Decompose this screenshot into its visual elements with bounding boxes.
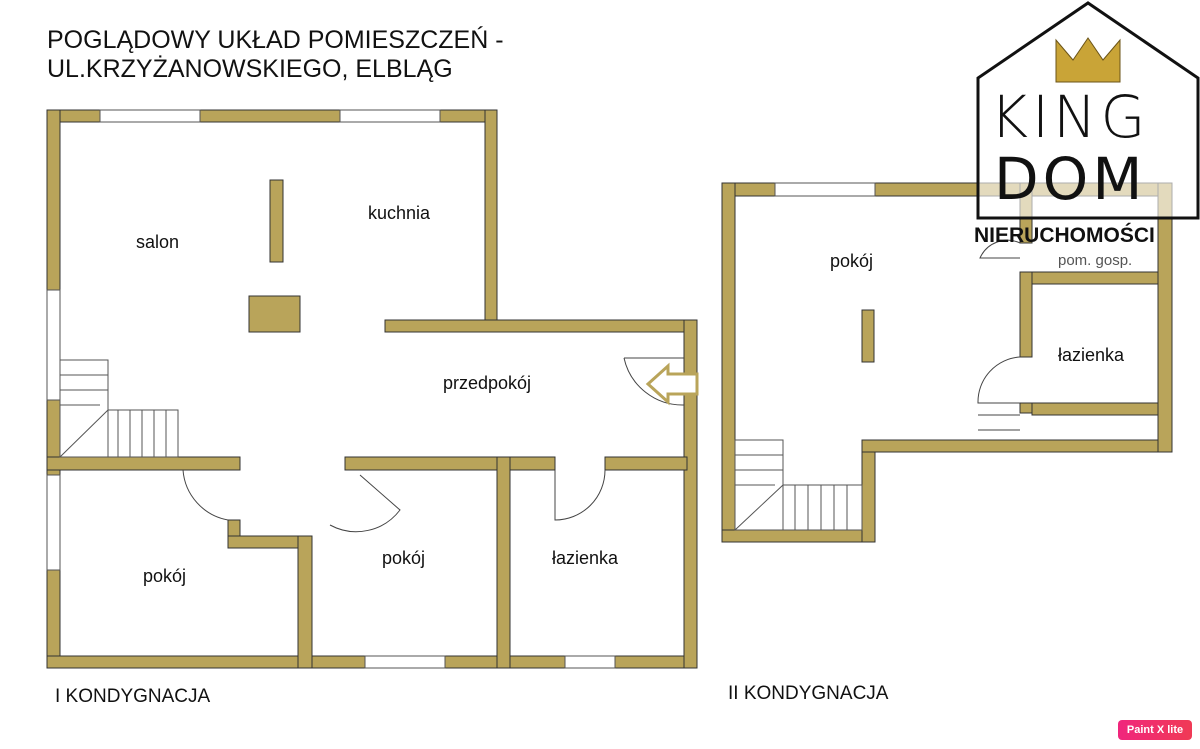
room-label-salon: salon <box>136 232 180 252</box>
door-swing <box>623 357 685 406</box>
paint-x-lite-badge: Paint X lite <box>1118 720 1192 740</box>
pillar <box>861 309 875 363</box>
wall <box>721 529 876 543</box>
room-label-pokoj: pokój <box>143 566 187 586</box>
wall <box>1031 402 1159 416</box>
room-label-kuchnia: kuchnia <box>368 203 431 223</box>
wall <box>484 109 498 333</box>
room-label-pom-gosp: pom. gosp. <box>1058 252 1133 269</box>
crown-icon <box>1055 37 1121 83</box>
window <box>564 655 616 669</box>
wall <box>721 182 736 543</box>
stairs <box>107 409 179 458</box>
wall <box>1157 182 1173 453</box>
room-label-przedpokoj: przedpokój <box>443 373 532 393</box>
pillar <box>269 179 284 263</box>
wall <box>861 439 876 543</box>
window <box>99 109 201 123</box>
door-swing <box>182 469 229 521</box>
room-label-pokoj: pokój <box>830 251 874 271</box>
title-line-2: UL.KRZYŻANOWSKIEGO, ELBLĄG <box>47 55 453 83</box>
wall <box>46 456 241 471</box>
logo-nieruchomosci: NIERUCHOMOŚCI <box>974 224 1155 247</box>
wall <box>604 456 688 471</box>
wall <box>297 535 313 669</box>
door-swing <box>554 469 606 521</box>
door-swing <box>977 356 1021 404</box>
room-label-lazienka: łazienka <box>1058 345 1125 365</box>
door-swing <box>979 239 1021 259</box>
window <box>364 655 446 669</box>
room-label-pokoj: pokój <box>382 548 426 568</box>
wall <box>227 535 309 549</box>
kingdom-logo <box>976 1 1200 220</box>
pillar <box>248 295 301 333</box>
floor-1-label: I KONDYGNACJA <box>55 686 211 707</box>
wall <box>1019 402 1033 414</box>
stairs <box>782 484 863 531</box>
wall <box>496 456 511 669</box>
window <box>774 182 876 197</box>
logo-dom: DOM <box>994 145 1147 213</box>
room-label-lazienka: łazienka <box>552 548 619 568</box>
logo-king: KING <box>990 83 1150 151</box>
door-swing <box>978 414 1020 431</box>
wall <box>344 456 556 471</box>
window <box>46 289 61 401</box>
entrance-arrow-icon <box>645 362 699 406</box>
floor-2-label: II KONDYGNACJA <box>728 683 889 704</box>
wall <box>861 439 1173 453</box>
door-swing <box>329 474 401 533</box>
wall <box>683 319 698 669</box>
plan-title: POGLĄDOWY UKŁAD POMIESZCZEŃ - UL.KRZYŻAN… <box>47 26 504 84</box>
window <box>339 109 441 123</box>
stairs <box>59 359 109 458</box>
wall <box>1031 271 1159 285</box>
wall <box>384 319 698 333</box>
window <box>46 474 61 571</box>
wall <box>1019 271 1033 358</box>
title-line-1: POGLĄDOWY UKŁAD POMIESZCZEŃ - <box>47 26 504 54</box>
